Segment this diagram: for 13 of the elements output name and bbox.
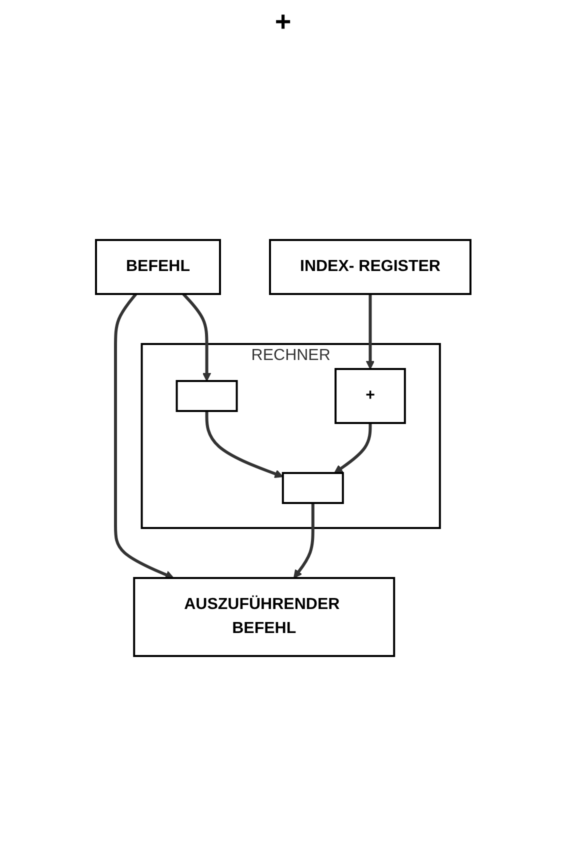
- arrow: [182, 292, 211, 382]
- arrow: [334, 423, 372, 474]
- node-box: [176, 380, 238, 412]
- arrow: [114, 293, 174, 579]
- node-box: INDEX- REGISTER: [268, 239, 472, 295]
- node-box: +: [334, 368, 406, 424]
- arrow: [293, 503, 314, 578]
- node-box: BEFEHL: [94, 239, 221, 295]
- plus-sign: +: [274, 6, 292, 37]
- arrow: [366, 294, 374, 370]
- node-box: [282, 472, 344, 504]
- node-box: AUSZUFÜHRENDER BEFEHL: [132, 577, 395, 657]
- arrow: [205, 411, 284, 478]
